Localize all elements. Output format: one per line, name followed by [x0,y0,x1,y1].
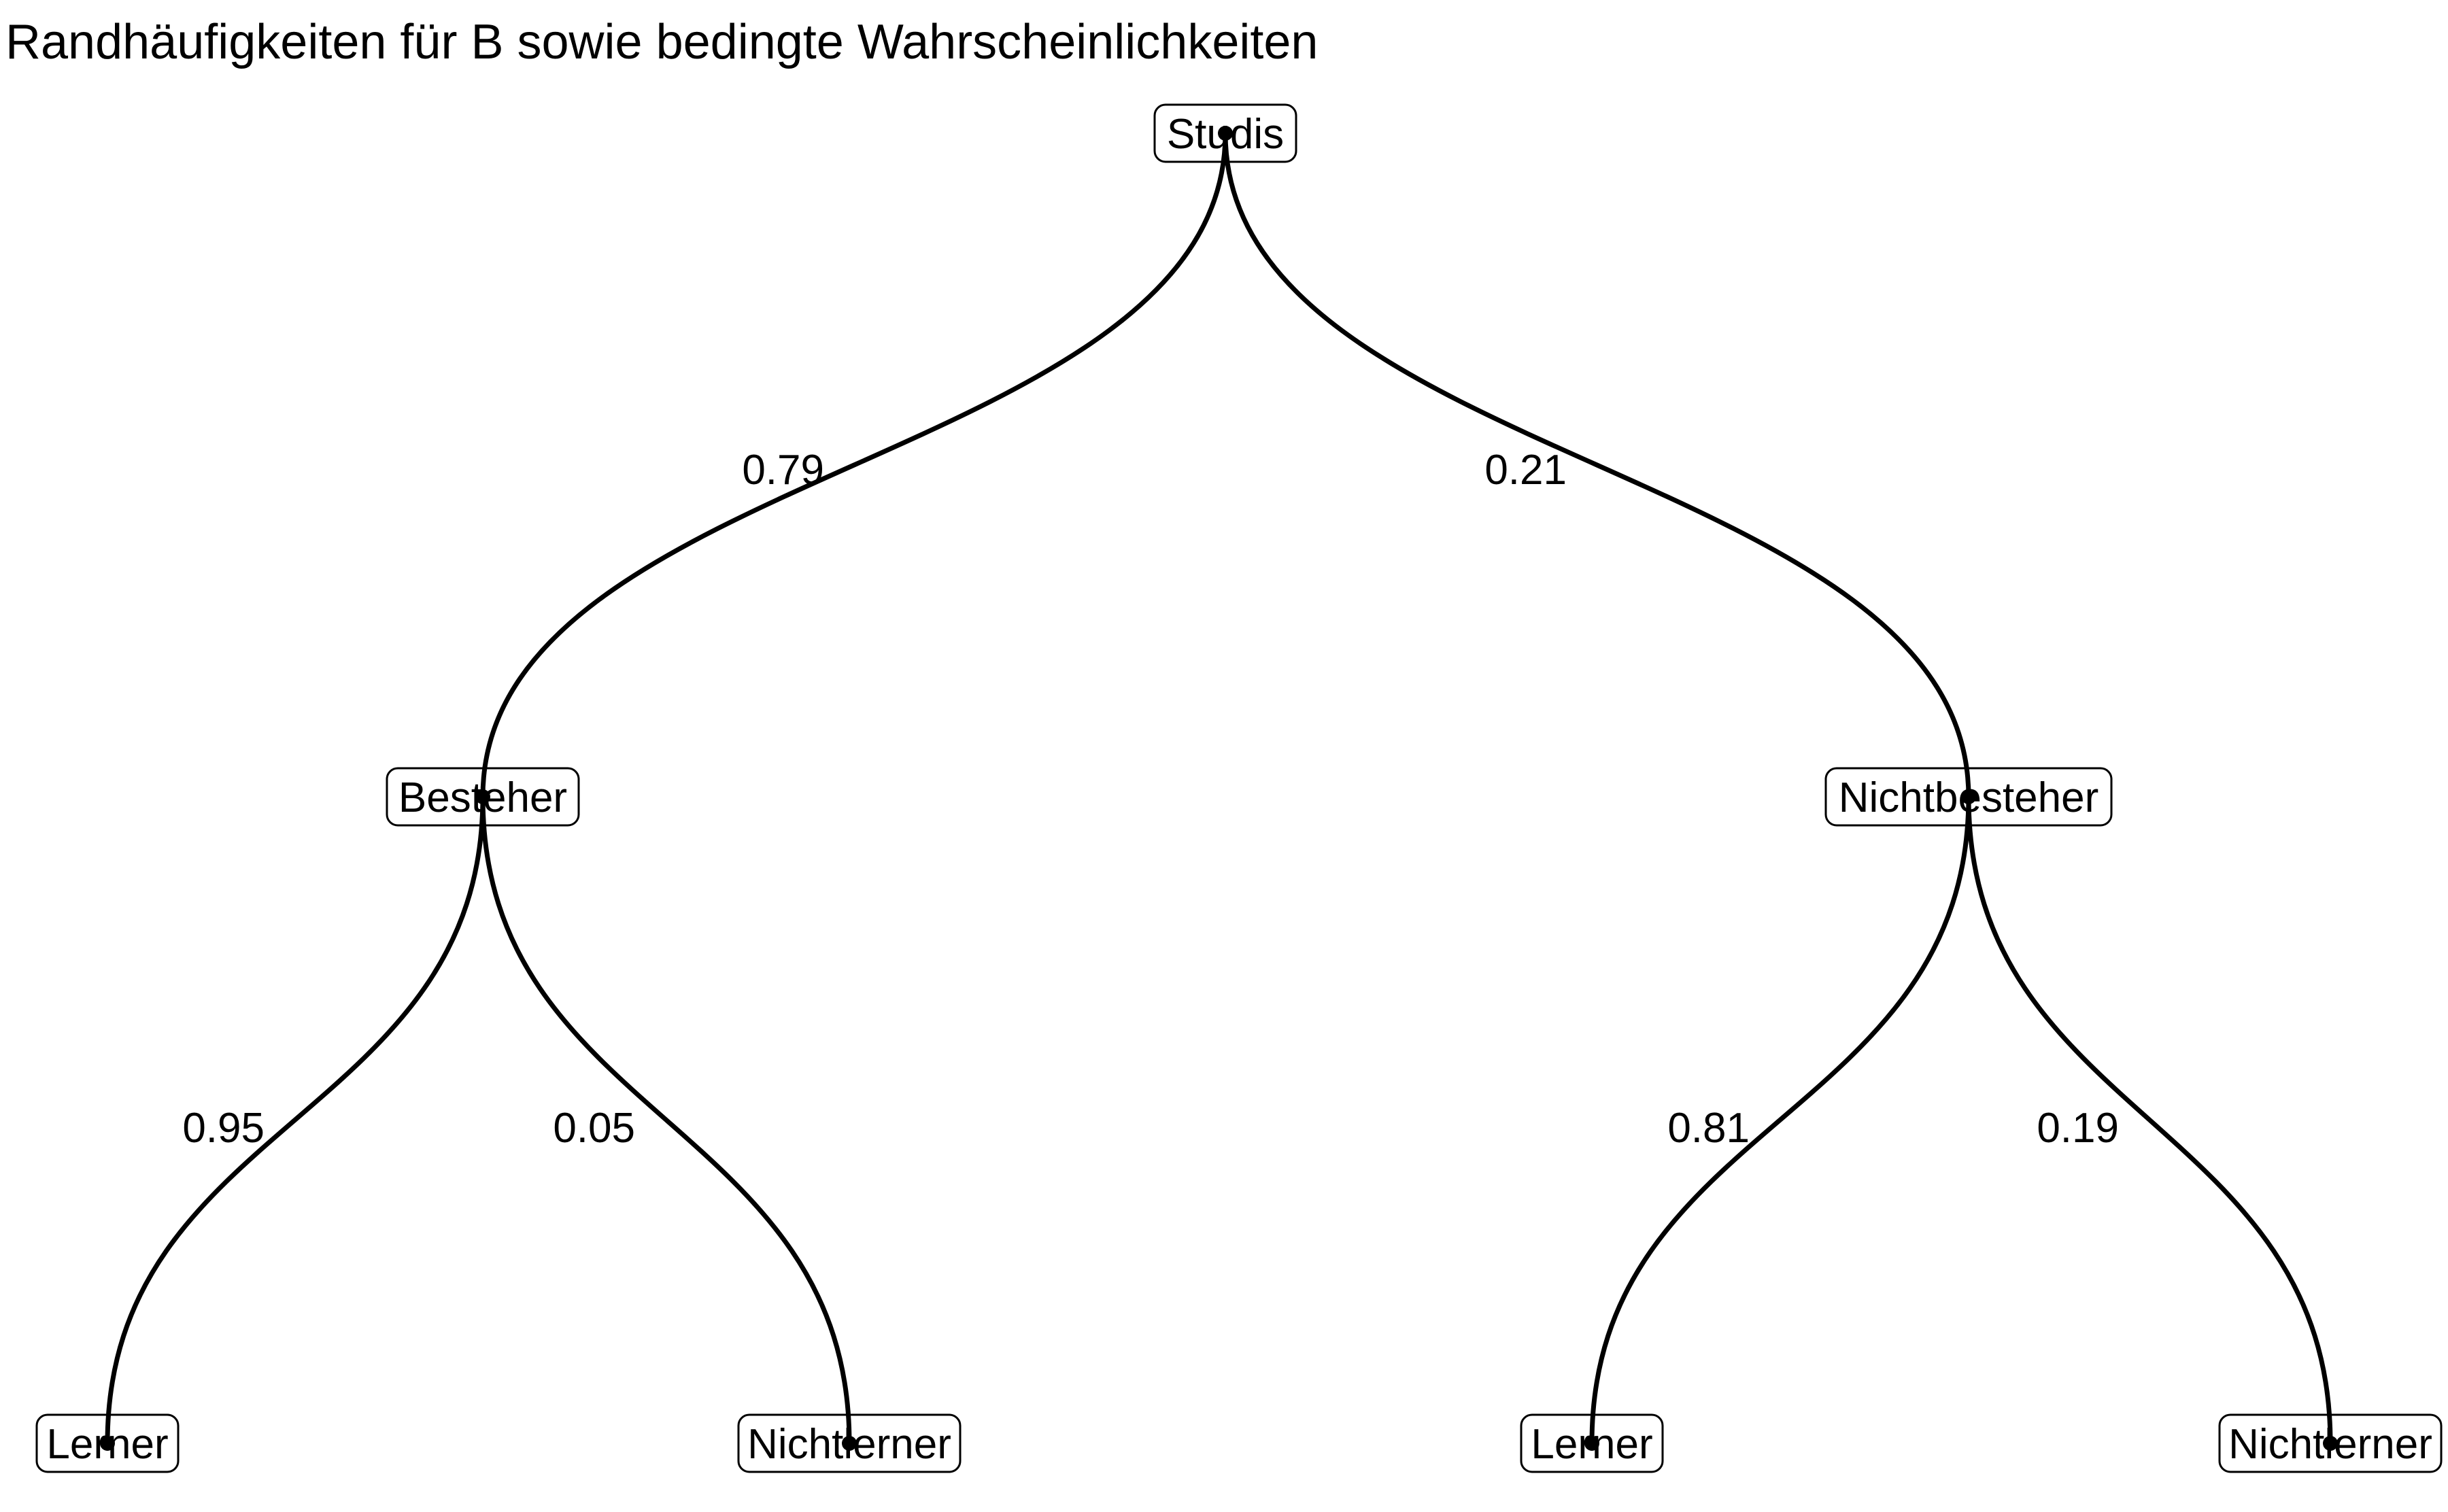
edge-probability-label: 0.95 [182,1105,265,1152]
edge-probability-label: 0.21 [1484,447,1567,494]
anchor-dot-lerner-right [1584,1436,1599,1451]
edge-studis-nichtbesteher [1223,131,1971,800]
edge-studis-besteher [480,131,1228,800]
edge-nichtbesteher-nichtlerner [1966,794,2333,1446]
edge-probability-label: 0.05 [553,1105,635,1152]
edge-nichtbesteher-lerner [1589,794,1971,1446]
edge-besteher-lerner [105,794,486,1446]
anchor-dot-nichtbesteher [1961,789,1976,804]
anchor-dot-besteher [475,789,490,804]
anchor-dot-nichtlerner-left [842,1436,857,1451]
edge-probability-label: 0.79 [742,447,824,494]
anchor-dot-lerner-left [100,1436,115,1451]
chart-title: Randhäufigkeiten für B sowie bedingte Wa… [5,15,1318,69]
anchor-dot-nichtlerner-right [2323,1436,2338,1451]
edge-besteher-nichtlerner [480,794,852,1446]
edge-probability-label: 0.19 [2037,1105,2119,1152]
node-nichtlerner-right: Nichtlerner [2218,1413,2443,1473]
edge-probability-label: 0.81 [1667,1105,1750,1152]
anchor-dot-studis [1218,126,1233,141]
